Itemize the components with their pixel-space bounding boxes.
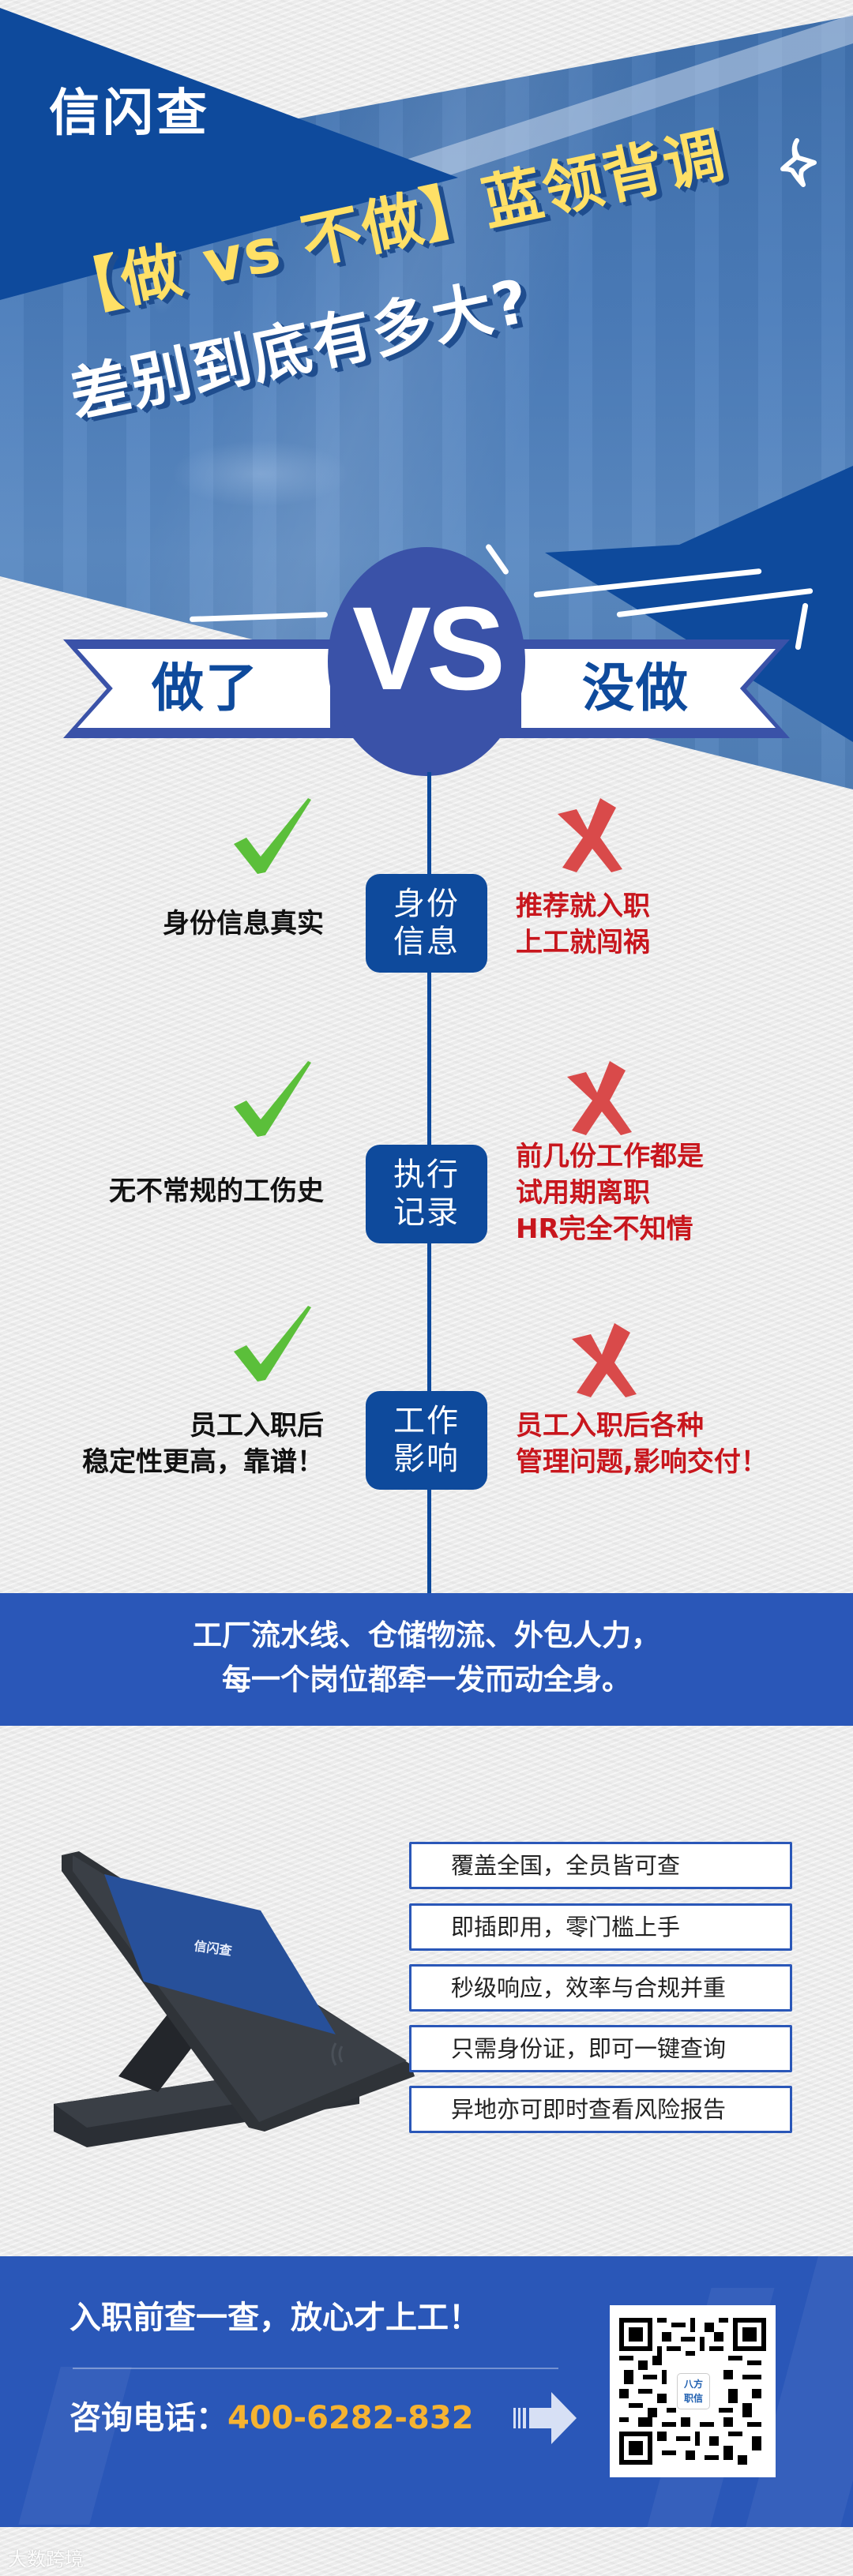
vs-circle bbox=[328, 547, 525, 776]
sparkle-icon bbox=[780, 138, 817, 187]
vs-banner-left-panel bbox=[77, 649, 330, 728]
feature-item: 秒级响应，效率与合规并重 bbox=[409, 1964, 792, 2012]
feature-item: 只需身份证，即可一键查询 bbox=[409, 2025, 792, 2072]
done-result-text: 身份信息真实 bbox=[163, 908, 324, 939]
watermark: 大数跨境 bbox=[8, 2548, 84, 2570]
not-done-result-text: 员工入职后各种 管理问题,影响交付！ bbox=[516, 1410, 768, 1478]
feature-item: 即插即用，零门槛上手 bbox=[409, 1903, 792, 1951]
cross-icon bbox=[572, 1323, 637, 1397]
category-badge-work-impact: 工作 影响 bbox=[366, 1391, 487, 1490]
vs-banner-right-panel bbox=[521, 649, 776, 728]
brand-logo: 信闪查 bbox=[49, 84, 210, 141]
qr-code[interactable]: 八方 职信 bbox=[610, 2305, 776, 2477]
feature-item: 覆盖全国，全员皆可查 bbox=[409, 1842, 792, 1889]
cross-icon bbox=[558, 798, 622, 872]
category-badge-records: 执行 记录 bbox=[366, 1145, 487, 1243]
cross-icon bbox=[567, 1061, 632, 1135]
not-done-result-text: 推荐就入职 上工就闯祸 bbox=[516, 891, 650, 958]
statement-line1: 工厂流水线、仓储物流、外包人力， bbox=[193, 1618, 660, 1652]
industry-statement-banner: 工厂流水线、仓储物流、外包人力， 每一个岗位都牵一发而动全身。 bbox=[0, 1593, 853, 1726]
category-badge-identity: 身份 信息 bbox=[366, 874, 487, 973]
cta-section: 入职前查一查，放心才上工！ 咨询电话：400-6282-832 bbox=[0, 2256, 853, 2527]
check-icon bbox=[234, 798, 311, 874]
cta-headline: 入职前查一查，放心才上工！ bbox=[70, 2300, 480, 2336]
done-result-text: 员工入职后 稳定性更高，靠谱！ bbox=[82, 1410, 324, 1478]
decor-shape bbox=[18, 2367, 132, 2525]
not-done-label: 没做 bbox=[582, 658, 690, 718]
check-icon bbox=[234, 1061, 311, 1137]
qr-center-logo: 八方 职信 bbox=[677, 2373, 710, 2409]
device-terminal-image: 信闪查 bbox=[54, 1851, 415, 2147]
feature-item: 异地亦可即时查看风险报告 bbox=[409, 2086, 792, 2133]
done-label: 做了 bbox=[152, 658, 259, 718]
divider bbox=[73, 2368, 558, 2369]
check-icon bbox=[234, 1306, 311, 1382]
phone-label: 咨询电话： bbox=[70, 2400, 227, 2436]
arrow-right-icon bbox=[513, 2392, 577, 2444]
done-result-text: 无不常规的工伤史 bbox=[109, 1176, 324, 1207]
statement-line2: 每一个岗位都牵一发而动全身。 bbox=[222, 1663, 631, 1697]
not-done-result-text: 前几份工作都是 试用期离职 HR完全不知情 bbox=[516, 1141, 704, 1245]
phone-number[interactable]: 400-6282-832 bbox=[227, 2400, 474, 2436]
vs-label: VS bbox=[351, 582, 505, 714]
cta-phone-line: 咨询电话：400-6282-832 bbox=[70, 2392, 474, 2438]
